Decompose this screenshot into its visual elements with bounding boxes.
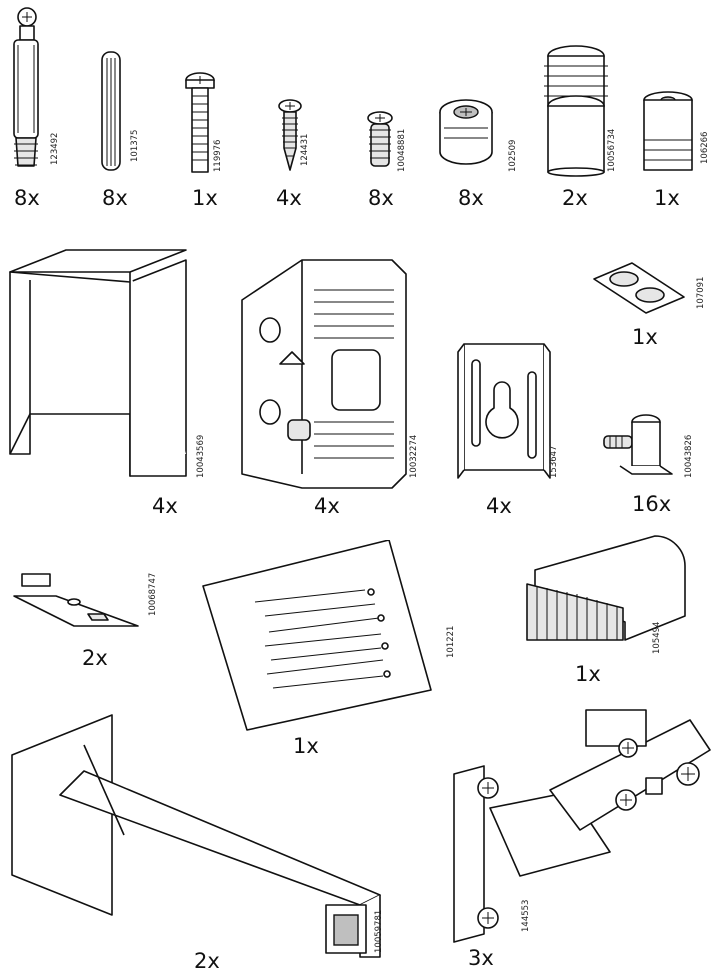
part-euro-screw: 10048881 8x bbox=[350, 0, 420, 215]
part-cam-bolt-long: 123492 8x bbox=[0, 0, 80, 215]
part-quantity: 8x bbox=[14, 186, 40, 210]
part-code: 106266 bbox=[700, 131, 710, 164]
part-code: 10032274 bbox=[409, 434, 419, 478]
keyhole-plate-icon bbox=[457, 343, 551, 479]
part-code: 153647 bbox=[549, 445, 559, 478]
part-quantity: 8x bbox=[368, 186, 394, 210]
mounting-plate-icon bbox=[13, 573, 139, 627]
part-wood-screw: 124431 4x bbox=[262, 0, 322, 215]
part-code: 10043826 bbox=[684, 434, 694, 478]
part-code: 10056734 bbox=[607, 128, 617, 172]
bumper-pad-icon bbox=[593, 262, 685, 314]
part-code: 10043569 bbox=[196, 434, 206, 478]
part-code: 105494 bbox=[652, 621, 662, 654]
cam-lock-icon bbox=[439, 99, 493, 165]
part-code: 107091 bbox=[696, 276, 706, 309]
machine-screw-icon bbox=[185, 72, 215, 173]
part-cabinet-hinge: 144553 3x bbox=[430, 690, 718, 979]
part-machine-screw: 119976 1x bbox=[172, 0, 232, 215]
insert-icon bbox=[544, 45, 608, 177]
part-small-insert: 106266 1x bbox=[630, 0, 718, 215]
part-code: 10059781 bbox=[374, 909, 384, 953]
part-code: 101221 bbox=[446, 625, 456, 658]
part-quantity: 4x bbox=[486, 494, 512, 518]
part-quantity: 1x bbox=[575, 662, 601, 686]
part-clamp-tool: 105494 1x bbox=[515, 520, 718, 690]
part-code: 10068747 bbox=[148, 572, 158, 616]
wall-bracket-icon bbox=[11, 714, 381, 958]
plastic-fitting-icon bbox=[241, 259, 407, 489]
part-quantity: 4x bbox=[276, 186, 302, 210]
part-code: 124431 bbox=[300, 133, 310, 166]
part-angle-bracket: 10043569 4x bbox=[0, 240, 215, 525]
part-quantity: 8x bbox=[102, 186, 128, 210]
part-wall-bracket: 10059781 2x bbox=[0, 705, 395, 979]
part-code: 123492 bbox=[50, 132, 60, 165]
small-insert-icon bbox=[643, 91, 693, 171]
part-quantity: 1x bbox=[632, 325, 658, 349]
part-quantity: 3x bbox=[468, 946, 494, 970]
part-quantity: 4x bbox=[152, 494, 178, 518]
part-wood-dowel: 101375 8x bbox=[90, 0, 150, 215]
part-code: 102509 bbox=[508, 139, 518, 172]
wood-screw-icon bbox=[278, 99, 302, 171]
shelf-support-icon bbox=[603, 414, 673, 475]
part-nail-bag: 101221 1x bbox=[195, 540, 456, 760]
part-code: 10048881 bbox=[397, 128, 407, 172]
part-cam-lock: 102509 8x bbox=[430, 0, 520, 215]
cam-bolt-icon bbox=[13, 7, 39, 167]
euro-screw-icon bbox=[367, 111, 393, 167]
part-code: 119976 bbox=[213, 139, 223, 172]
part-quantity: 1x bbox=[192, 186, 218, 210]
part-shelf-support: 10043826 16x bbox=[590, 400, 718, 525]
hinge-icon bbox=[453, 709, 711, 943]
clamp-icon bbox=[526, 535, 686, 641]
part-mounting-plate: 10068747 2x bbox=[0, 560, 170, 675]
part-quantity: 2x bbox=[562, 186, 588, 210]
part-quantity: 1x bbox=[654, 186, 680, 210]
part-quantity: 2x bbox=[194, 949, 220, 973]
part-keyhole-plate: 153647 4x bbox=[450, 330, 570, 525]
part-code: 101375 bbox=[130, 129, 140, 162]
part-quantity: 1x bbox=[293, 734, 319, 758]
part-bumper-pads: 107091 1x bbox=[590, 255, 718, 355]
dowel-icon bbox=[101, 51, 121, 171]
part-quantity: 16x bbox=[632, 492, 672, 516]
part-quantity: 8x bbox=[458, 186, 484, 210]
part-quantity: 2x bbox=[82, 646, 108, 670]
part-quantity: 4x bbox=[314, 494, 340, 518]
part-plastic-fitting: 10032274 4x bbox=[230, 240, 430, 525]
part-shelf-insert: 10056734 2x bbox=[530, 0, 620, 215]
nail-bag-icon bbox=[202, 540, 432, 731]
part-code: 144553 bbox=[521, 899, 531, 932]
angle-bracket-icon bbox=[9, 249, 187, 477]
